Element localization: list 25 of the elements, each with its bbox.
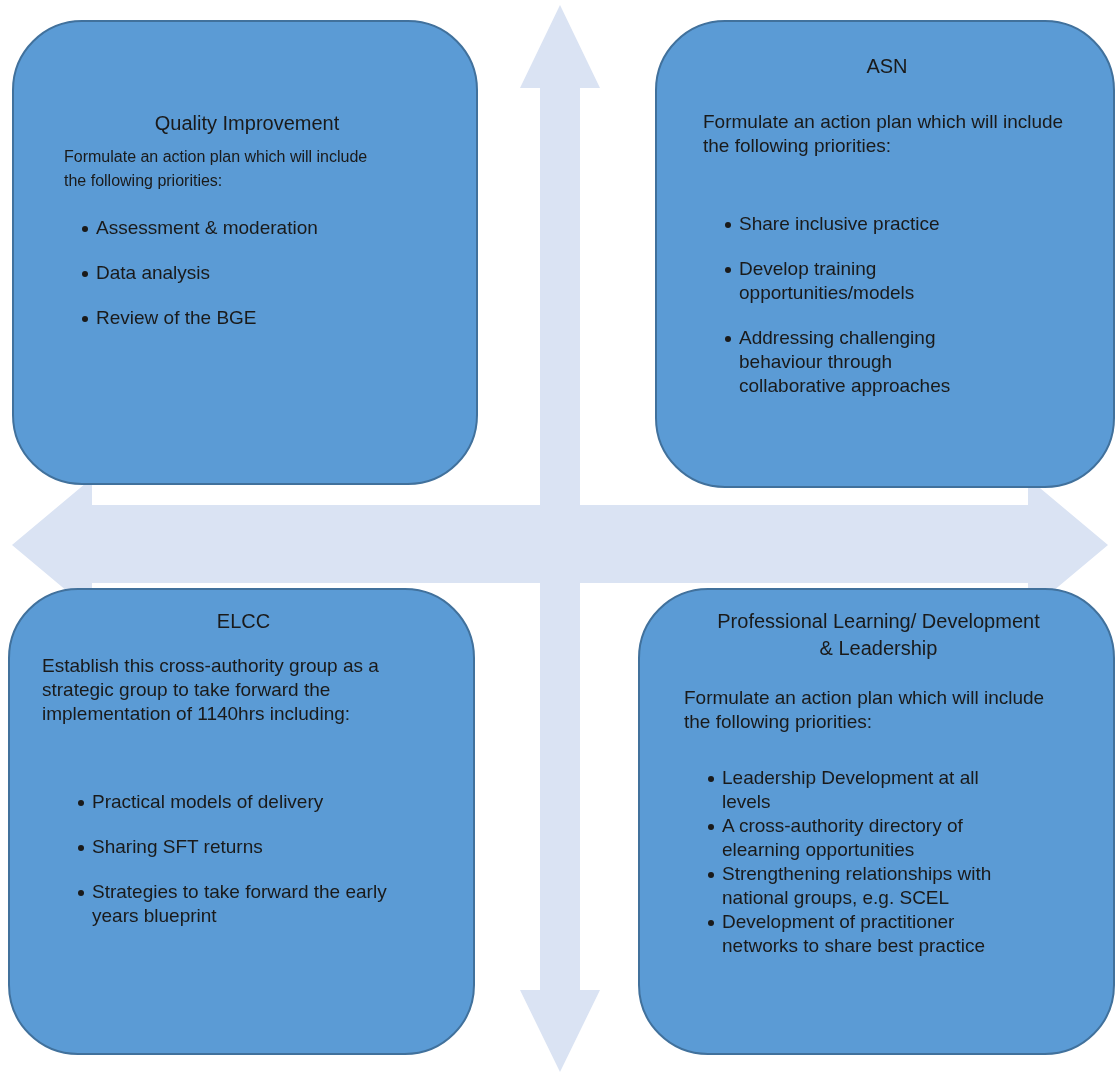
bullet-item: Data analysis [96,261,212,285]
bullet-item: A cross-authority directory of elearning opportunities [722,814,964,862]
bullet-item: Assessment & moderation [96,216,319,240]
box-heading: Quality Improvement [153,111,341,136]
rounded-box [655,20,1115,488]
intro-text: Formulate an action plan which will include the following priorities: [703,110,1065,158]
box-heading: Professional Learning/ Development & Leadership [716,609,1041,661]
bullet-item: Sharing SFT returns [92,835,264,859]
intro-text: Formulate an action plan which will include the following priorities: [64,147,369,191]
rounded-box [8,588,475,1055]
bullet-item: Review of the BGE [96,306,258,330]
bullet-item: Share inclusive practice [739,212,941,236]
rounded-box [638,588,1115,1055]
bullet-item: Strengthening relationships with national groups, e.g. SCEL [722,862,993,910]
bullet-item: Practical models of delivery [92,790,325,814]
bullet-item: Develop training opportunities/models [739,257,916,305]
bullet-item: Development of practitioner networks to share best practice [722,910,986,958]
box-heading: ASN [865,54,909,79]
box-heading: ELCC [215,609,272,634]
bullet-item: Leadership Development at all levels [722,766,980,814]
bullet-item: Addressing challenging behaviour through collaborative approaches [739,326,952,398]
intro-text: Establish this cross-authority group as a strategic group to take forward the implementation of 1140hrs including: [42,654,380,726]
intro-text: Formulate an action plan which will include the following priorities: [684,686,1046,734]
bullet-item: Strategies to take forward the early years blueprint [92,880,388,928]
rounded-box [12,20,478,485]
